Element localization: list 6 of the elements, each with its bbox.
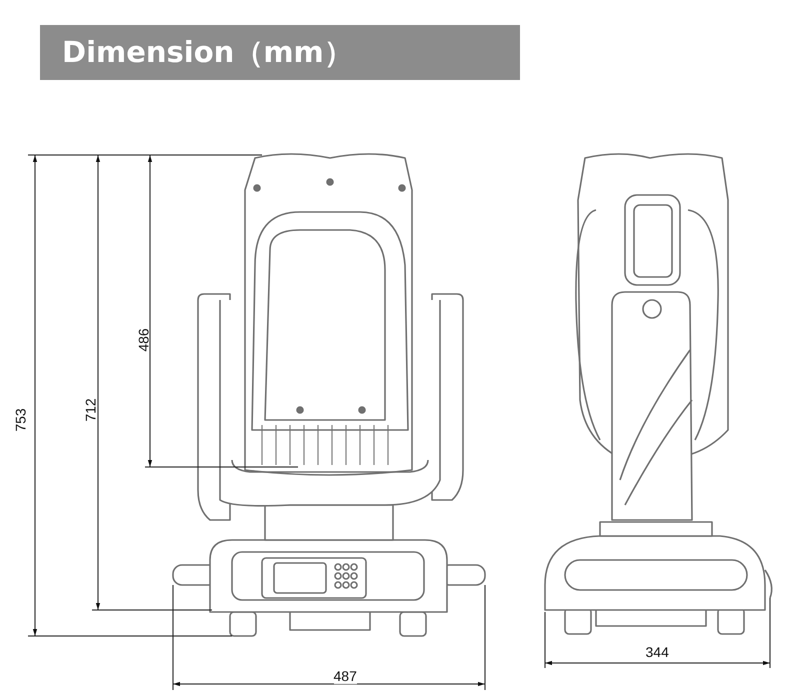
dimension-label: 487 xyxy=(334,668,357,684)
dimension-label: 486 xyxy=(135,328,152,352)
dimension-label: 344 xyxy=(646,644,669,660)
title-bar: Dimension（mm） xyxy=(40,25,520,80)
dimension-label: 712 xyxy=(82,398,98,422)
dimension-label: 753 xyxy=(12,408,28,432)
